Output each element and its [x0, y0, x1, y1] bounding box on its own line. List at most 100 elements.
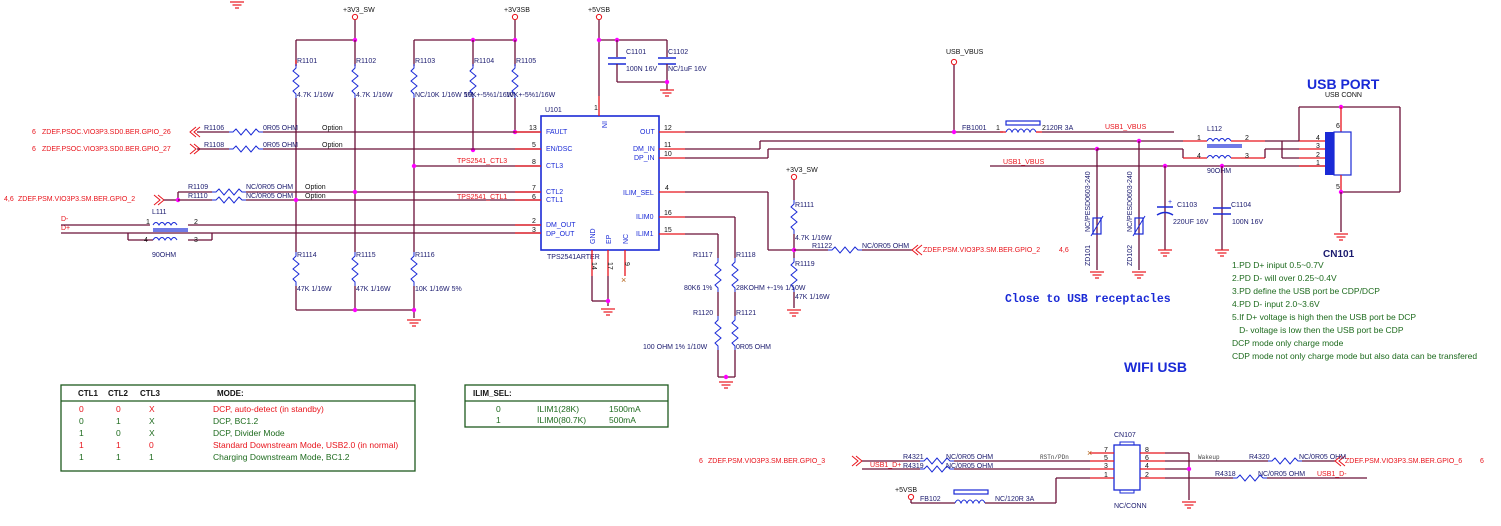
common-mode-choke-l112	[1182, 138, 1265, 159]
pin-name: EN/DSC	[546, 146, 572, 153]
ic-ref: U101	[545, 107, 562, 114]
diode-ref: ZD101	[1085, 245, 1092, 266]
resistor-value: NC/0R05 OHM	[246, 193, 293, 200]
pin-number: 6	[1336, 123, 1340, 130]
ferrite-bead-fb102	[953, 489, 989, 505]
cell-mode: DCP, BC1.2	[213, 416, 258, 426]
resistor-ref: R1102	[356, 58, 376, 65]
pin-name: NC	[623, 234, 630, 244]
pin-number: 2	[1316, 152, 1320, 159]
pin-number: 8	[532, 159, 536, 166]
pin-name: ILIM0	[636, 214, 654, 221]
net-label-rstn: RSTn/PDn	[1040, 454, 1069, 461]
resistor-ref: R4318	[1215, 471, 1236, 478]
cell-mode: Charging Downstream Mode, BC1.2	[213, 452, 350, 462]
net-label-gpio3: ZDEF.PSM.VIO3P3.SM.BER.GPIO_3	[708, 458, 825, 465]
cell-sel: 1	[496, 415, 501, 425]
resistor-value: 28KOHM +-1% 1/10W	[736, 285, 806, 292]
resistor-value: NC/10K 1/16W 5%	[415, 92, 474, 99]
decoupling-caps	[596, 37, 677, 97]
resistor-ref: R1118	[736, 252, 756, 259]
note-line: 4.PD D- input 2.0~3.6V	[1232, 299, 1320, 309]
net-label-gpio6: ZDEF.PSM.VIO3P3.SM.BER.GPIO_6	[1345, 458, 1462, 465]
connector-ref-cn107: CN107	[1114, 432, 1136, 439]
net-label-usb1-dp: USB1_D+	[870, 462, 901, 469]
pin-number: 8	[1145, 447, 1149, 454]
pin-number: 3	[532, 227, 536, 234]
table-header: ILIM_SEL:	[473, 389, 512, 398]
resistor-value: NC/0R05 OHM	[946, 454, 993, 461]
ilim-resistor-network	[685, 216, 739, 389]
rail-label-5vsb-2: +5VSB	[895, 487, 917, 494]
resistor-ref: R1104	[474, 58, 494, 65]
inductor-value: 90OHM	[152, 252, 176, 259]
resistor-value: 100 OHM 1% 1/10W	[643, 344, 708, 351]
pin-number: 2	[1245, 135, 1249, 142]
capacitor-value: NC/1uF 16V	[668, 66, 707, 73]
cell-mode: Standard Downstream Mode, USB2.0 (in nor…	[213, 440, 398, 450]
note-line: 1.PD D+ iniput 0.5~0.7V	[1232, 260, 1324, 270]
ic-u101[interactable]	[540, 115, 660, 251]
pin-number: 2	[194, 219, 198, 226]
pulldown-network	[292, 251, 422, 327]
pin-number: 1	[1316, 160, 1320, 167]
pin-number: 7	[1104, 447, 1108, 454]
no-connect-marker: ×	[621, 275, 626, 285]
pin-number: 16	[664, 210, 672, 217]
cell-ctl2: 1	[116, 452, 121, 462]
capacitor-value: 100N 16V	[1232, 219, 1263, 226]
pin-number: 11	[664, 142, 671, 149]
common-mode-choke-l111	[152, 222, 188, 241]
cell-ctl3: X	[149, 404, 155, 414]
wifi-connector-cn107[interactable]: ×	[1087, 441, 1165, 494]
pin-number: 2	[1145, 472, 1149, 479]
pin-number: 4	[665, 185, 669, 192]
bulk-capacitor-c1103: +	[1156, 199, 1174, 257]
resistor-value: 4.7K 1/16W	[356, 92, 393, 99]
pullup-network-3v3sw	[292, 13, 359, 252]
diode-ref: ZD102	[1127, 245, 1134, 266]
connector-value-cn107: NC/CONN	[1114, 503, 1147, 510]
net-label-gpio27: ZDEF.PSOC.VIO3P3.SD0.BER.GPIO_27	[42, 146, 171, 153]
pin-name: DM_IN	[633, 146, 655, 153]
ic-right-pins	[659, 131, 685, 235]
pin-name: GND	[590, 228, 597, 244]
resistor-ref: R1101	[297, 58, 317, 65]
pin-number: 4	[1316, 135, 1320, 142]
resistor-value: 10K 1/16W 5%	[415, 286, 462, 293]
placement-note: Close to USB receptacles	[1005, 293, 1171, 306]
resistor-ref: R1111	[795, 202, 814, 209]
inductor-value: NC/120R 3A	[995, 496, 1035, 503]
pin-number: 3	[1104, 463, 1108, 470]
resistor-value: 4.7K 1/16W	[795, 235, 832, 242]
usb-connector-cn101[interactable]	[1264, 104, 1401, 241]
inductor-value: 90OHM	[1207, 168, 1231, 175]
pin-number: 1	[1197, 135, 1201, 142]
ic-left-pins	[515, 131, 541, 234]
resistor-ref: R1110	[188, 193, 208, 200]
net-label-gpio26: ZDEF.PSOC.VIO3P3.SD0.BER.GPIO_26	[42, 129, 171, 136]
note-line: 2.PD D- will over 0.25~0.4V	[1232, 273, 1337, 283]
usb-port-subtitle: USB CONN	[1325, 92, 1362, 99]
option-label: Option	[322, 142, 343, 149]
page-ref: 6	[32, 146, 36, 153]
resistor-ref: R1121	[736, 310, 756, 317]
resistor-value: 10K+-5%1/16W	[464, 92, 514, 99]
pin-number: 13	[529, 125, 537, 132]
resistor-value: 47K 1/16W	[795, 294, 830, 301]
inductor-ref: L112	[1207, 126, 1222, 133]
pin-number: 15	[664, 227, 672, 234]
cell-ctl1: 0	[79, 404, 84, 414]
resistor-ref: R1114	[297, 252, 317, 259]
pin-number: 3	[194, 237, 198, 244]
svg-text:+: +	[1168, 199, 1172, 206]
esd-diode-zd102	[1131, 215, 1147, 279]
diode-value: NC/PESD0603-240	[1127, 171, 1134, 232]
resistor-value: NC/0R05 OHM	[862, 243, 909, 250]
